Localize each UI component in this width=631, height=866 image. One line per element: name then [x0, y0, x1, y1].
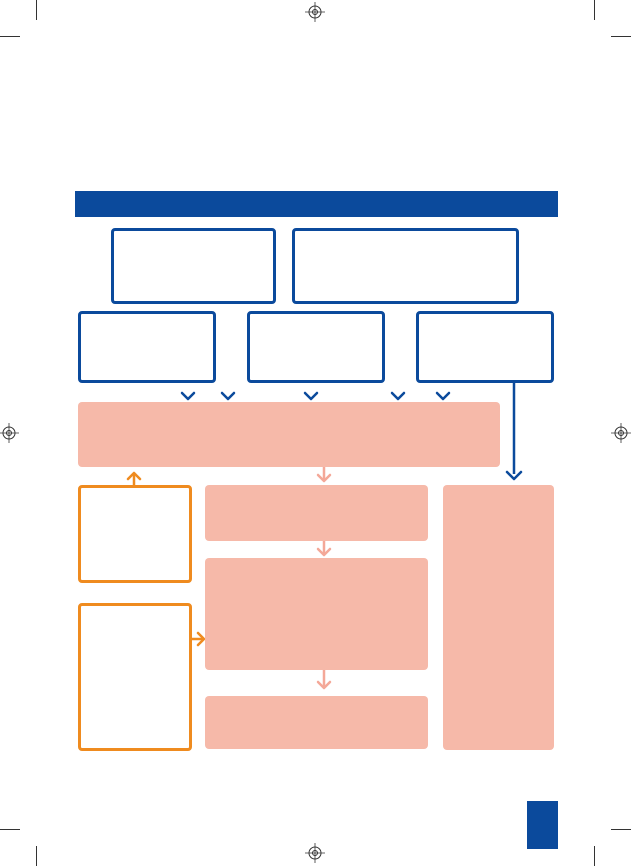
middle-box-right [416, 311, 554, 383]
right-blue-arrow [505, 383, 523, 481]
salmon-arrows [316, 465, 332, 690]
middle-box-center [247, 311, 385, 383]
registration-mark-icon [611, 423, 631, 443]
chevron-down-icon [390, 391, 406, 401]
arrow-down-icon [316, 539, 332, 557]
arrow-up-icon [126, 471, 142, 487]
side-box-upper [78, 485, 192, 583]
flow-box-1 [205, 485, 428, 541]
chevron-down-icon [220, 391, 236, 401]
header-bar [75, 191, 558, 217]
flow-box-3 [205, 696, 428, 749]
page-number-tab [527, 801, 558, 849]
top-box-right [292, 228, 519, 304]
down-chevrons [180, 391, 451, 401]
arrow-down-icon [316, 465, 332, 483]
top-box-left [111, 228, 276, 304]
arrow-down-icon [316, 668, 332, 690]
chevron-down-icon [435, 391, 451, 401]
chevron-down-icon [180, 391, 196, 401]
chevron-down-icon [303, 391, 319, 401]
registration-mark-icon [305, 843, 325, 863]
registration-mark-icon [305, 2, 325, 22]
orange-arrows [126, 471, 206, 647]
right-column-box [443, 485, 554, 750]
side-box-lower [78, 603, 192, 751]
central-process-box [78, 402, 500, 467]
arrow-down-icon [505, 470, 523, 481]
middle-box-left [78, 311, 216, 383]
flow-box-2 [205, 558, 428, 670]
registration-mark-icon [0, 423, 19, 443]
arrow-right-icon [190, 631, 206, 647]
